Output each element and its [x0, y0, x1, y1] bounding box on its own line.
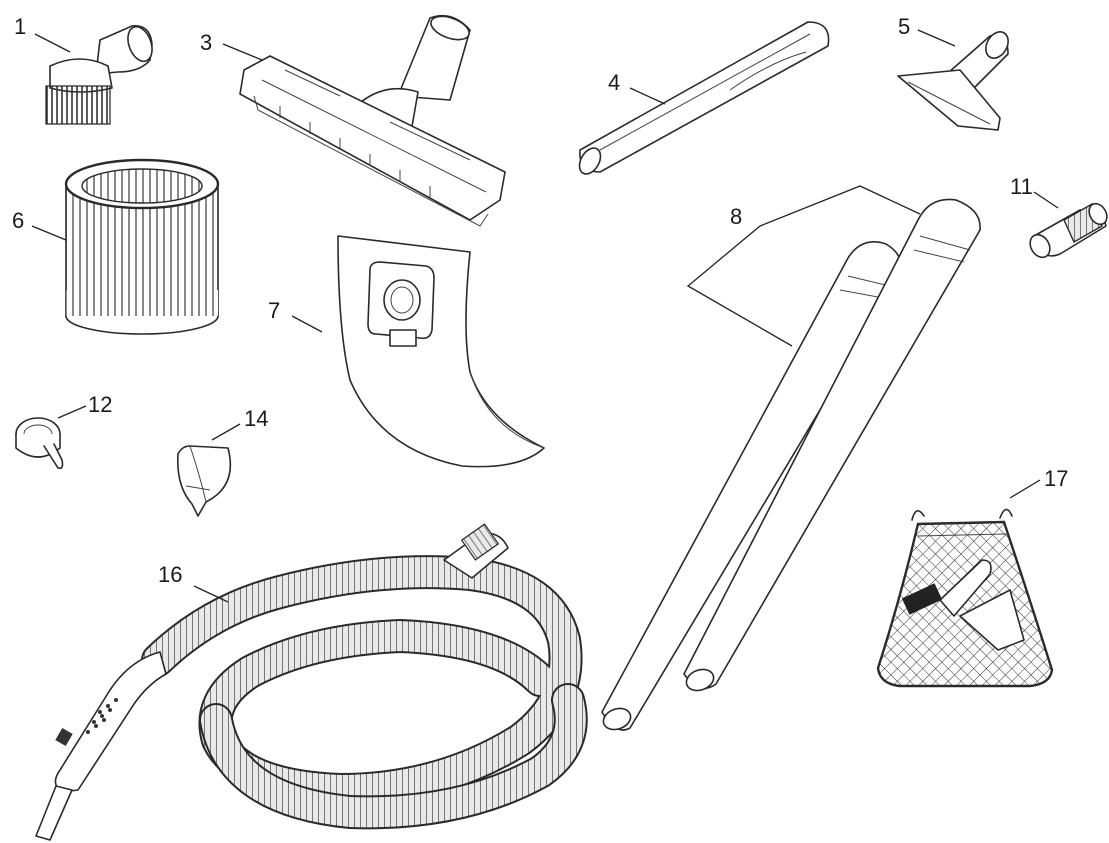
clip-icon — [176, 445, 232, 517]
cartridge-filter-icon — [64, 158, 220, 335]
extension-tubes-icon — [601, 198, 981, 731]
callout-11: 11 — [1010, 174, 1033, 199]
callout-17: 17 — [1044, 466, 1068, 491]
floor-nozzle-icon — [239, 14, 506, 227]
leader-line — [31, 225, 67, 241]
upholstery-nozzle-icon — [897, 31, 1009, 131]
leader-line — [211, 423, 241, 441]
hose-clamp-icon — [15, 417, 64, 470]
crevice-tool-icon — [578, 21, 830, 175]
leader-line — [57, 405, 87, 419]
callout-1: 1 — [14, 14, 26, 39]
leader-line — [291, 315, 323, 333]
leader-line — [193, 585, 229, 603]
callout-7: 7 — [268, 298, 280, 323]
leader-line — [917, 29, 956, 47]
callout-4: 4 — [608, 70, 620, 95]
leader-line — [629, 87, 666, 105]
leader-line — [686, 185, 921, 347]
callout-8: 8 — [730, 204, 742, 229]
leader-line — [222, 43, 263, 61]
leader-line — [34, 33, 71, 53]
callout-6: 6 — [12, 208, 24, 233]
leader-line — [1009, 479, 1041, 499]
suction-hose-icon — [35, 523, 588, 841]
callout-12: 12 — [88, 392, 112, 417]
callout-3: 3 — [200, 30, 212, 55]
callout-5: 5 — [898, 14, 910, 39]
round-brush-nozzle-icon — [45, 25, 153, 125]
accessory-net-bag-icon — [876, 508, 1054, 688]
hose-adapter-icon — [1029, 202, 1108, 259]
leader-line — [1033, 191, 1059, 209]
filter-bag-icon — [337, 235, 545, 468]
callout-16: 16 — [158, 562, 182, 587]
callout-14: 14 — [244, 406, 268, 431]
